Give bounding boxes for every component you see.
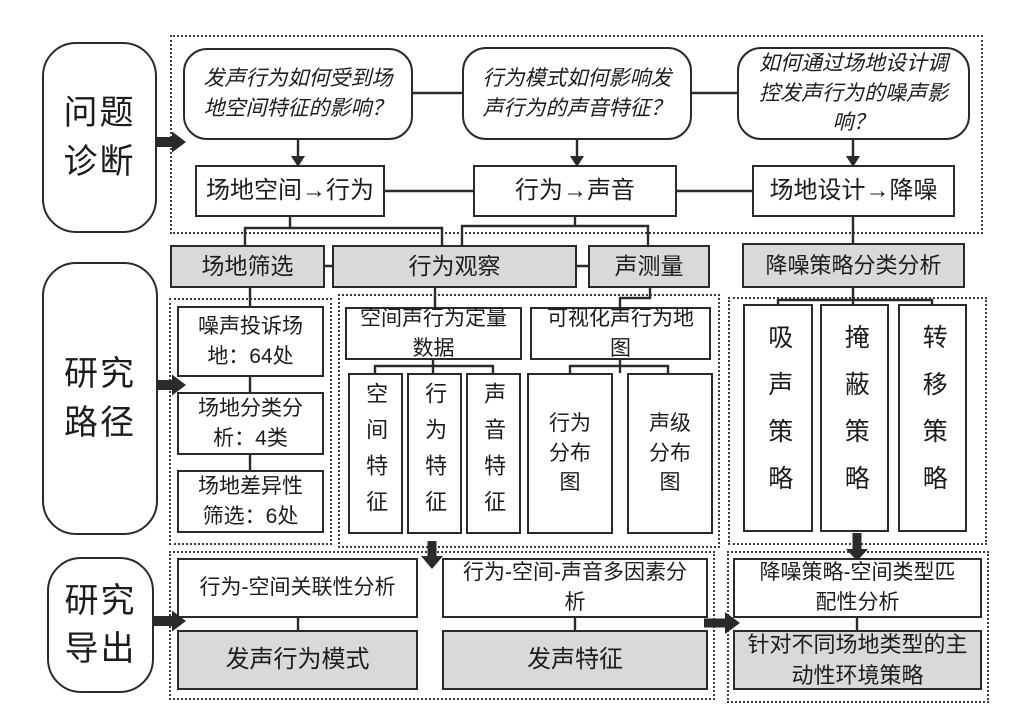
feature-column-sound-label: 声音特征 bbox=[481, 381, 507, 526]
map-column-sound-level-distribution: 声级分布图 bbox=[627, 373, 713, 534]
row-label-research-output: 研究导出 bbox=[47, 557, 154, 693]
strategy-column-masking: 掩蔽策略 bbox=[820, 304, 889, 532]
data-header-visual-map: 可视化声行为地图 bbox=[530, 307, 711, 360]
connector-bubble-drops bbox=[296, 140, 855, 157]
site-step-complaint-sites: 噪声投诉场地：64处 bbox=[177, 306, 324, 377]
connector-strategy-bracket bbox=[776, 287, 934, 304]
thick-arrow-path bbox=[148, 374, 186, 396]
thick-arrow-down-mid bbox=[421, 541, 443, 569]
feature-column-space: 空间特征 bbox=[348, 373, 403, 534]
strategy-column-absorption-label: 吸声策略 bbox=[764, 324, 793, 512]
connector-feature-bracket bbox=[373, 360, 495, 373]
feature-column-space-label: 空间特征 bbox=[363, 381, 389, 526]
arrowhead-q2 bbox=[570, 156, 584, 167]
question-bubble-3: 如何通过场地设计调控发声行为的噪声影响？ bbox=[737, 47, 970, 140]
method-box-noise-strategy-classification: 降噪策略分类分析 bbox=[742, 243, 965, 288]
thick-arrow-down-right bbox=[846, 533, 868, 561]
connector-relation2-bracket bbox=[460, 217, 650, 245]
data-header-quantitative: 空间声行为定量数据 bbox=[345, 307, 522, 360]
strategy-column-transfer: 转移策略 bbox=[898, 304, 967, 532]
row-label-problem-diagnosis: 问题诊断 bbox=[42, 42, 157, 233]
site-step-classification: 场地分类分析：4类 bbox=[177, 392, 324, 455]
method-box-site-screening: 场地筛选 bbox=[170, 245, 325, 288]
feature-column-sound: 声音特征 bbox=[466, 373, 521, 534]
dotted-group-observation-data bbox=[338, 294, 720, 548]
method-box-sound-measurement: 声测量 bbox=[588, 245, 710, 288]
relation-box-behavior-sound: 行为→声音 bbox=[473, 165, 677, 217]
relation-box-design-noise: 场地设计→降噪 bbox=[752, 165, 955, 217]
thick-arrow-diagnosis bbox=[148, 131, 186, 153]
result-box-vocal-characteristics: 发声特征 bbox=[442, 630, 708, 690]
map-column-behavior-distribution: 行为分布图 bbox=[527, 373, 613, 534]
thick-arrow-right-bottom bbox=[704, 612, 740, 634]
dotted-group-diagnosis bbox=[170, 35, 983, 234]
feature-column-behavior: 行为特征 bbox=[407, 373, 462, 534]
arrowhead-q1 bbox=[291, 156, 305, 167]
question-bubble-2: 行为模式如何影响发声行为的声音特征？ bbox=[462, 47, 692, 140]
strategy-column-absorption: 吸声策略 bbox=[743, 304, 813, 532]
feature-column-behavior-label: 行为特征 bbox=[422, 381, 448, 526]
connector-map-bracket bbox=[568, 360, 670, 373]
question-bubble-1: 发声行为如何受到场地空间特征的影响？ bbox=[183, 48, 413, 140]
thick-arrow-output bbox=[148, 610, 186, 632]
connector-relation1-bracket bbox=[243, 217, 444, 245]
analysis-box-behavior-space: 行为-空间关联性分析 bbox=[177, 558, 418, 618]
analysis-box-multifactor: 行为-空间-声音多因素分析 bbox=[442, 558, 708, 618]
result-box-vocal-behavior-pattern: 发声行为模式 bbox=[177, 630, 418, 690]
relation-box-space-behavior: 场地空间→行为 bbox=[195, 165, 385, 217]
arrowhead-q3 bbox=[846, 156, 860, 167]
connector-method-drops bbox=[248, 288, 652, 307]
method-box-behavior-observation: 行为观察 bbox=[332, 245, 577, 288]
site-step-difference-screening: 场地差异性筛选：6处 bbox=[177, 470, 324, 533]
row-label-research-path: 研究路径 bbox=[42, 262, 158, 535]
analysis-box-strategy-matching: 降噪策略-空间类型匹配性分析 bbox=[733, 558, 982, 618]
connector-result-drops bbox=[296, 618, 859, 630]
strategy-column-masking-label: 掩蔽策略 bbox=[841, 324, 870, 512]
strategy-column-transfer-label: 转移策略 bbox=[919, 324, 948, 512]
result-box-proactive-strategies: 针对不同场地类型的主动性环境策略 bbox=[733, 630, 982, 690]
